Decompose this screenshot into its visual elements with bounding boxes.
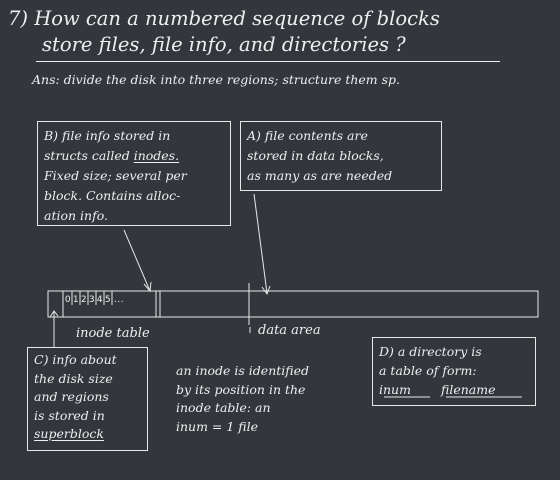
note-inodes-line-5: ation info. — [44, 208, 108, 223]
note-inodes-line-4: block. Contains alloc- — [44, 188, 181, 203]
inode-cell-0: 0 — [64, 295, 72, 305]
note-superblock-line-2: the disk size — [34, 370, 113, 386]
title-underline — [36, 61, 500, 62]
note-inodes-line-1: B) file info stored in — [44, 128, 171, 143]
inode-cells-ellipsis: ... — [114, 295, 125, 305]
arrow-a-to-data — [253, 193, 268, 294]
note-inodes: B) file info stored in structs called in… — [37, 121, 231, 226]
arrow-c-head — [49, 310, 59, 318]
inode-identification-text: an inode is identified by its position i… — [176, 362, 309, 436]
inode-table-label: inode table — [76, 326, 150, 341]
directory-col-filename: filename — [441, 382, 496, 397]
inode-cell-1: 1 — [72, 295, 80, 305]
note-data-blocks-line-2: stored in data blocks, — [247, 148, 384, 163]
directory-col-inum: inum — [379, 382, 411, 397]
title-line-2: store files, file info, and directories … — [42, 33, 406, 56]
note-data-blocks-line-1: A) file contents are — [247, 128, 368, 143]
note-inodes-line-2: structs called inodes. — [44, 146, 225, 166]
note-directory: D) a directory is a table of form: inum f… — [372, 337, 536, 406]
arrow-a-head — [261, 285, 271, 296]
inode-cell-5: 5 — [104, 295, 112, 305]
superblock-term: superblock — [34, 426, 104, 441]
inode-text-line-3: inode table: an — [176, 400, 271, 415]
note-directory-line-2: a table of form: — [379, 363, 477, 378]
inode-cell-4: 4 — [96, 295, 104, 305]
disk-outline — [47, 290, 539, 318]
note-superblock-line-1: C) info about — [34, 352, 117, 367]
title-line-1: 7) How can a numbered sequence of blocks — [8, 7, 440, 30]
directory-columns: inum filename — [379, 380, 530, 399]
arrow-b-to-inodes — [123, 229, 151, 292]
inodes-term: inodes. — [133, 148, 180, 163]
note-inodes-line-2-prefix: structs called — [44, 148, 134, 163]
inode-cell-3: 3 — [88, 295, 96, 305]
page-title: 7) How can a numbered sequence of blocks… — [8, 6, 440, 58]
inode-text-line-1: an inode is identified — [176, 363, 310, 378]
note-superblock-line-3: and regions — [34, 389, 109, 404]
note-directory-line-1: D) a directory is — [379, 344, 482, 359]
note-superblock-line-4: is stored in — [34, 407, 105, 423]
answer-text: Ans: divide the disk into three regions;… — [32, 72, 401, 87]
note-data-blocks-line-3: as many as are needed — [247, 168, 393, 183]
inode-cell-2: 2 — [80, 295, 88, 305]
inode-text-line-2: by its position in the — [176, 381, 306, 397]
note-superblock: C) info about the disk size and regions … — [27, 347, 148, 451]
data-area-label: data area — [258, 323, 321, 338]
arrow-b-head — [143, 281, 152, 293]
note-inodes-line-3: Fixed size; several per — [44, 168, 187, 183]
inode-text-line-4: inum = 1 file — [176, 418, 259, 434]
note-data-blocks: A) file contents are stored in data bloc… — [240, 121, 442, 191]
